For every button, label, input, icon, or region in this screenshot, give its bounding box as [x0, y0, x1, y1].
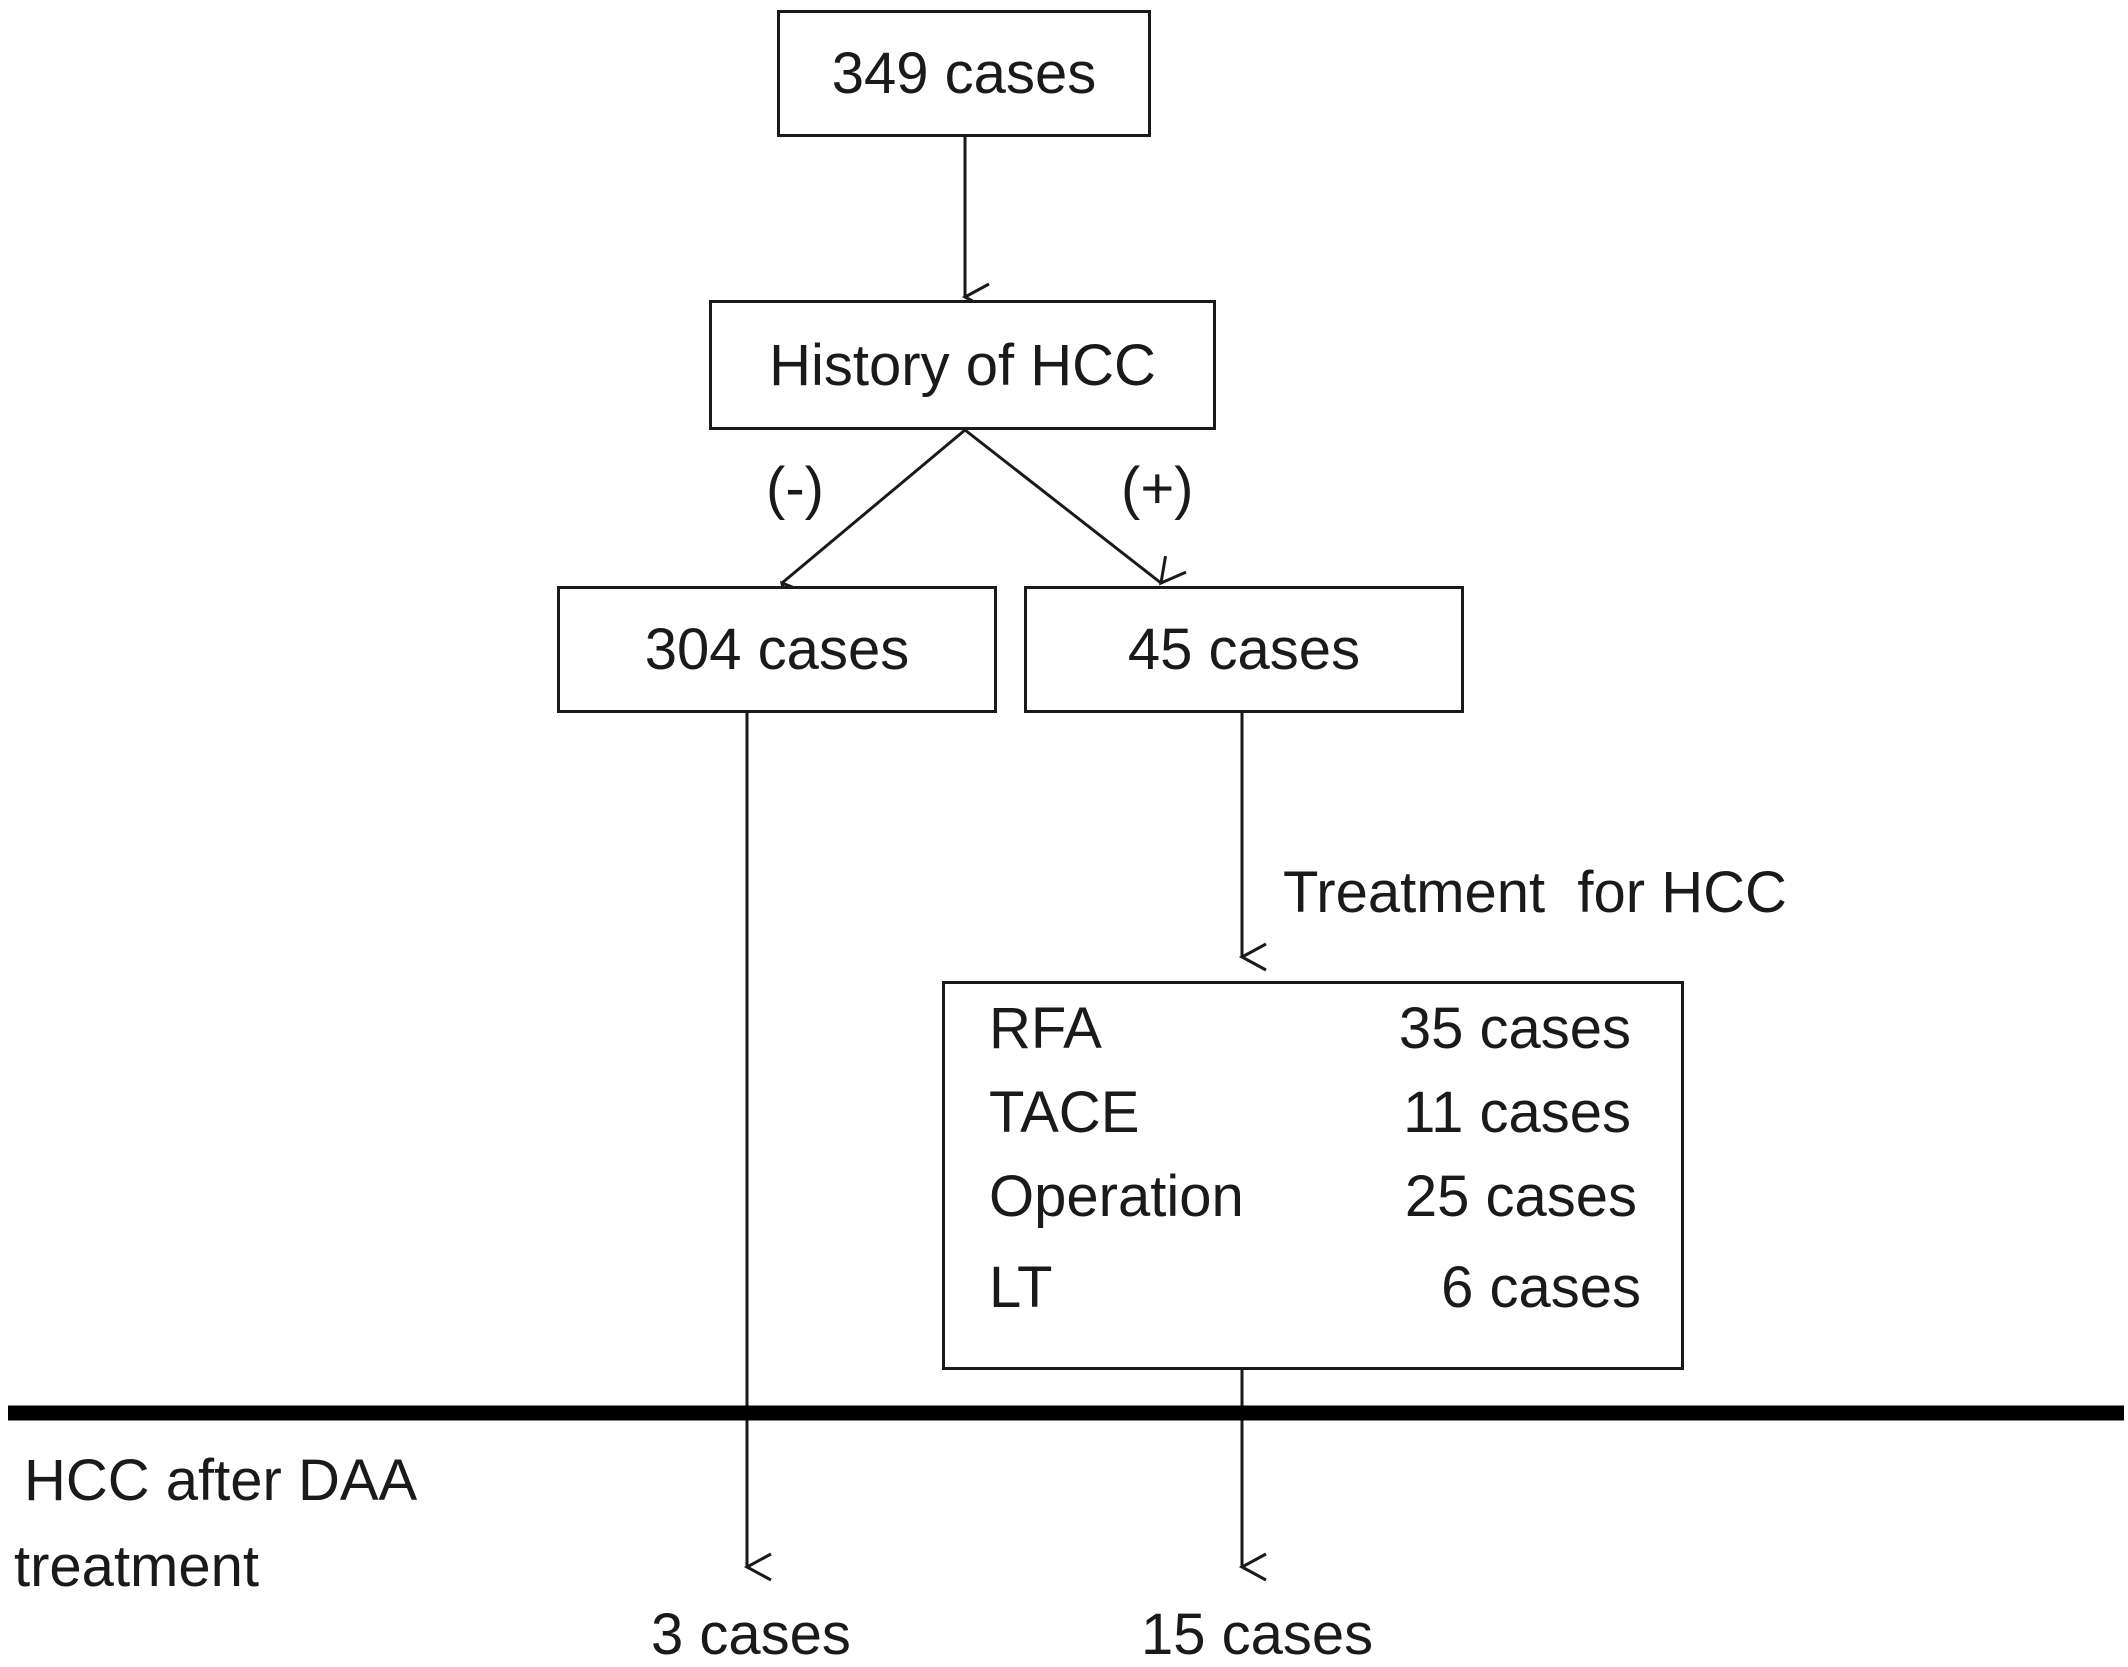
node-negative-label: 304 cases [644, 617, 910, 682]
node-positive: 45 cases [1024, 586, 1464, 713]
edge-label-positive: (+) [1121, 456, 1194, 521]
treatment-name: LT [989, 1255, 1053, 1320]
node-history-label: History of HCC [769, 332, 1156, 398]
arrow-history-to-negative [779, 428, 966, 611]
treatment-count: 25 cases [1404, 1164, 1637, 1229]
node-positive-label: 45 cases [1127, 617, 1361, 682]
treatment-name: Operation [989, 1164, 1244, 1229]
result-positive: 15 cases [1141, 1602, 1374, 1667]
node-total: 349 cases [777, 10, 1151, 137]
treatment-name: RFA [989, 996, 1102, 1061]
treatment-count: 35 cases [1398, 996, 1631, 1061]
treatment-row: TACE 11 cases [945, 1078, 1681, 1148]
treatment-row: Operation 25 cases [945, 1162, 1681, 1232]
node-negative: 304 cases [557, 586, 997, 713]
treatment-row: LT 6 cases [945, 1253, 1681, 1323]
edge-label-treatment: Treatment for HCC [1283, 860, 1787, 925]
result-negative: 3 cases [651, 1602, 851, 1667]
treatment-row: RFA 35 cases [945, 994, 1681, 1064]
node-history: History of HCC [709, 300, 1216, 430]
outcome-label-line1: HCC after DAA [24, 1448, 418, 1513]
treatment-name: TACE [989, 1080, 1140, 1145]
treatment-count: 11 cases [1403, 1080, 1631, 1145]
treatment-count: 6 cases [1441, 1255, 1641, 1320]
arrow-history-to-positive [964, 428, 1187, 586]
outcome-label-line2: treatment [14, 1534, 259, 1599]
edge-label-negative: (-) [766, 456, 824, 521]
treatment-table: RFA 35 cases TACE 11 cases Operation 25 … [942, 981, 1684, 1370]
node-total-label: 349 cases [831, 41, 1097, 106]
